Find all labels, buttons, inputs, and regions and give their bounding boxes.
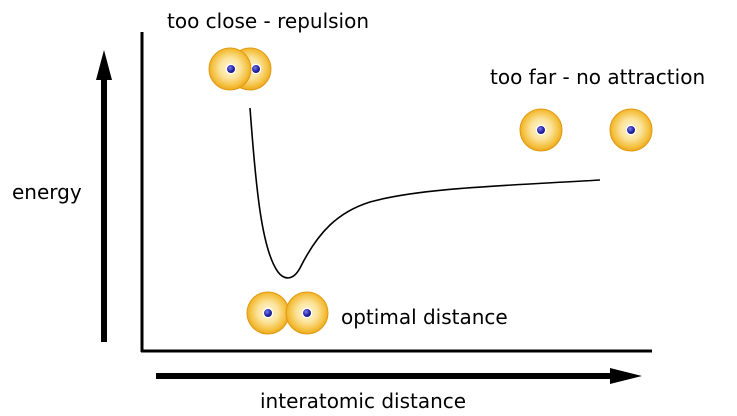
energy-arrow bbox=[96, 50, 112, 342]
nucleus-icon bbox=[225, 63, 237, 75]
atom-icon bbox=[208, 47, 252, 91]
optimal-distance-label: optimal distance bbox=[341, 305, 508, 329]
too-close-label: too close - repulsion bbox=[167, 9, 370, 33]
nucleus-icon bbox=[535, 124, 547, 136]
distance-arrow bbox=[156, 368, 642, 384]
atoms-too-far bbox=[519, 108, 653, 152]
nucleus-icon bbox=[301, 307, 313, 319]
potential-energy-curve bbox=[249, 107, 601, 279]
atom-icon bbox=[519, 108, 563, 152]
atoms-optimal bbox=[246, 291, 329, 335]
x-axis-label: interatomic distance bbox=[260, 389, 467, 413]
atom-icon bbox=[285, 291, 329, 335]
atom-icon bbox=[246, 291, 290, 335]
atoms-too-close bbox=[208, 47, 272, 91]
nucleus-icon bbox=[625, 124, 637, 136]
nucleus-icon bbox=[250, 63, 262, 75]
nucleus-icon bbox=[262, 307, 274, 319]
y-axis-label: energy bbox=[12, 180, 82, 204]
too-far-label: too far - no attraction bbox=[490, 65, 706, 89]
atom-icon bbox=[609, 108, 653, 152]
